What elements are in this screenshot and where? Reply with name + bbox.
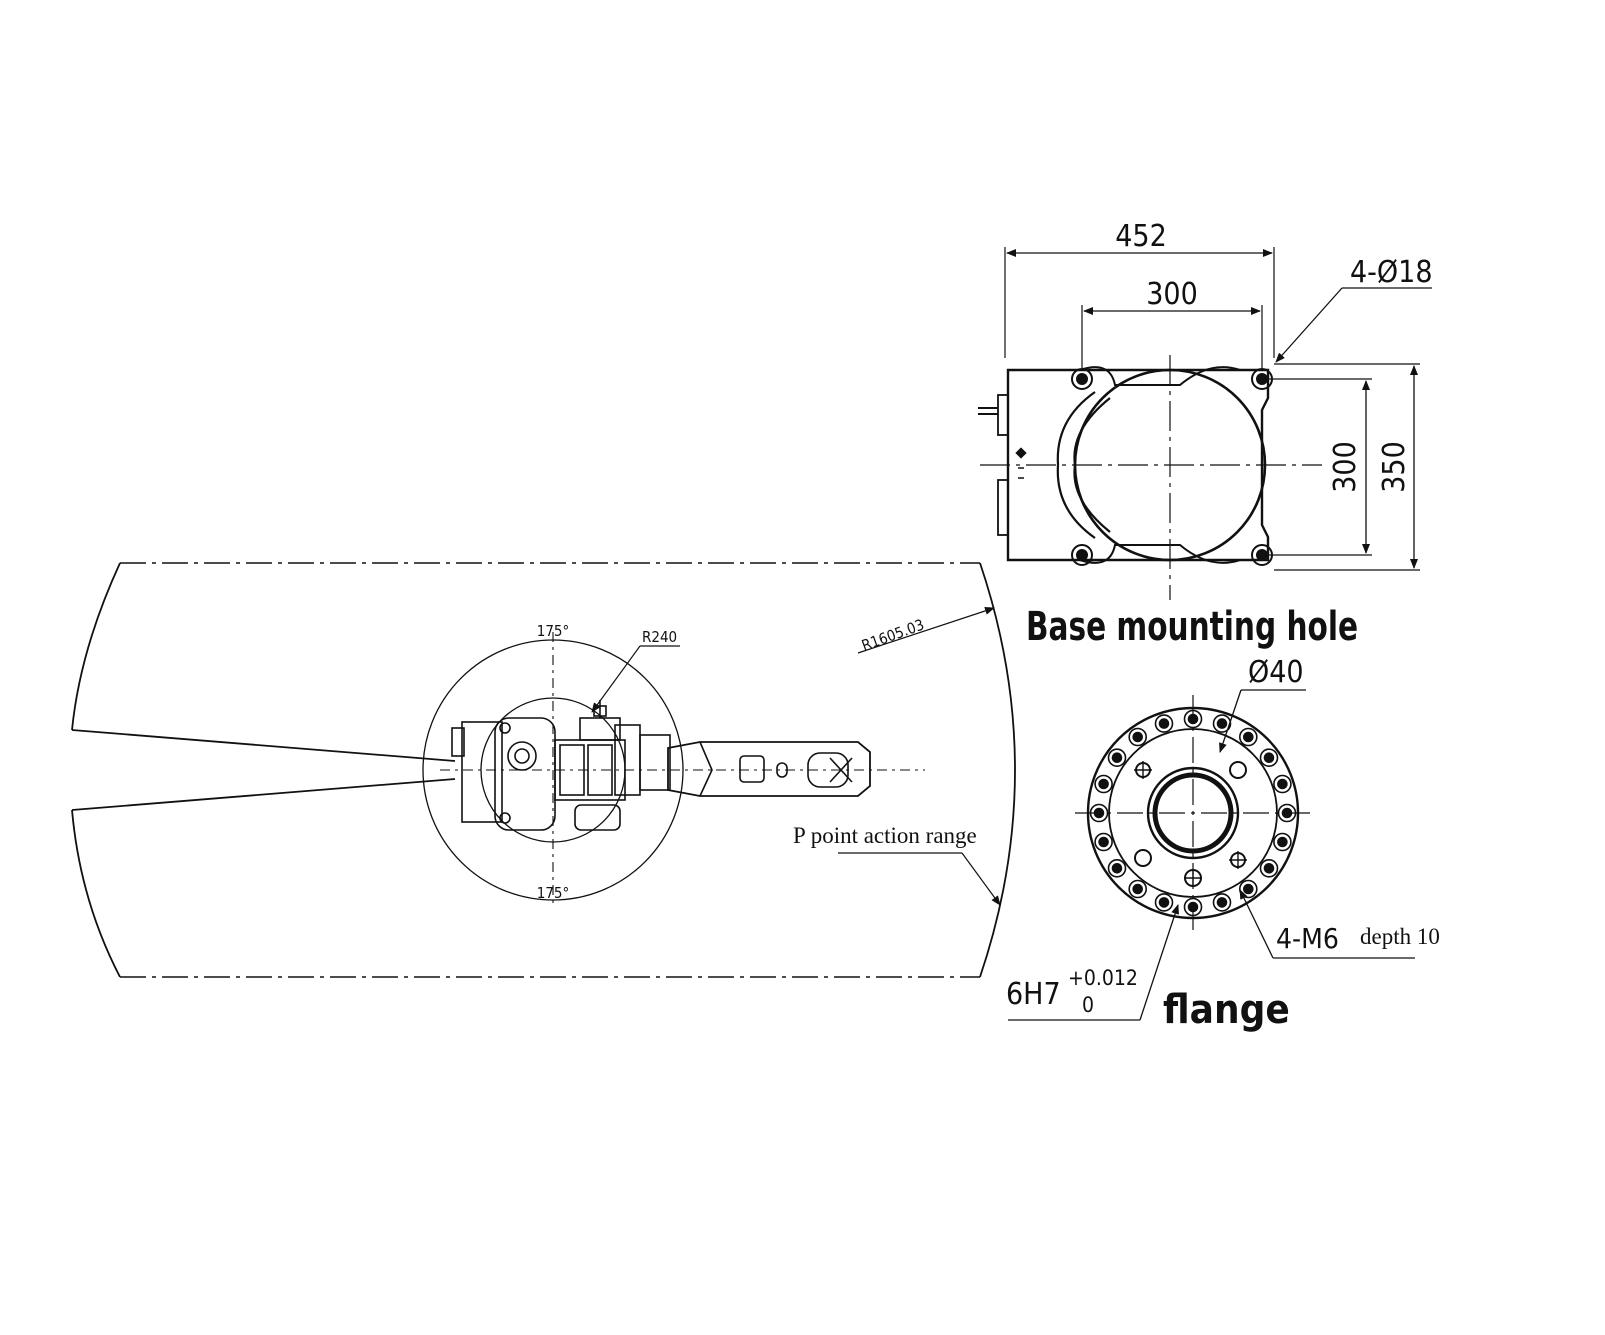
base-mounting-view — [978, 247, 1432, 600]
flange-bolt-hole-center — [1277, 836, 1288, 848]
flange-bolt-hole — [1154, 893, 1174, 912]
flange-bolt-hole-center — [1093, 807, 1105, 819]
fit-tolerance-upper: +0.012 — [1068, 966, 1138, 990]
flange-bolt-hole — [1239, 879, 1258, 899]
flange-bolt-hole — [1094, 832, 1113, 852]
flange-bolt-hole-center — [1187, 713, 1199, 725]
thread-callout-label: 4-M6 — [1276, 922, 1339, 955]
range-outer-arc — [979, 562, 1016, 978]
flange-bolt-hole-center — [1263, 862, 1275, 874]
flange-bolt-hole — [1273, 774, 1292, 794]
angle-label-bottom: 175° — [537, 884, 570, 902]
flange-bore-inner — [1152, 772, 1234, 854]
flange-bolt-hole — [1128, 727, 1147, 747]
flange-bolt-hole — [1183, 709, 1203, 729]
flange-bolt-hole — [1183, 897, 1203, 917]
robot-top-view — [451, 700, 871, 831]
flange-bolt-hole — [1107, 748, 1127, 768]
flange-bolt-hole-center — [1132, 883, 1143, 895]
flange-bolt-hole-center — [1243, 883, 1254, 895]
flange-bolt-hole-center — [1098, 836, 1109, 848]
base-hole-top-left — [1071, 368, 1093, 390]
hole-callout-label: 4-Ø18 — [1350, 255, 1433, 290]
thread-depth-label: depth 10 — [1360, 924, 1440, 949]
flange-bolt-hole — [1239, 727, 1258, 747]
flange-bolt-hole — [1154, 714, 1174, 733]
base-caption: Base mounting hole — [1026, 604, 1358, 650]
dim-label-300-v: 300 — [1328, 441, 1363, 493]
flange-bolt-hole — [1094, 774, 1113, 794]
flange-bolt-hole-center — [1281, 807, 1293, 819]
outer-radius-label: R1605.03 — [859, 616, 926, 655]
flange-bolt-hole — [1259, 858, 1279, 878]
flange-bolt-hole-center — [1158, 718, 1170, 729]
base-hole-bottom-left — [1071, 544, 1093, 566]
dim-label-300-h: 300 — [1146, 277, 1198, 312]
flange-bolt-hole-center — [1277, 778, 1288, 790]
flange-bolt-hole — [1259, 748, 1279, 768]
flange-bolt-hole-center — [1111, 862, 1123, 874]
flange-bolt-hole — [1212, 893, 1232, 912]
flange-view — [1008, 689, 1415, 1021]
flange-bolt-hole-center — [1111, 752, 1123, 764]
flange-bolt-hole — [1273, 832, 1292, 852]
flange-bolt-hole-center — [1158, 897, 1170, 908]
flange-diameter-label: Ø40 — [1248, 655, 1304, 690]
flange-bolt-hole — [1128, 879, 1147, 899]
fit-tolerance-lower: 0 — [1082, 993, 1094, 1017]
flange-bolt-hole-center — [1187, 901, 1199, 913]
flange-bolt-hole — [1107, 858, 1127, 878]
dim-label-350-v: 350 — [1377, 441, 1412, 493]
flange-bolt-hole — [1212, 714, 1232, 733]
flange-bolt-hole-center — [1216, 897, 1228, 908]
flange-bolt-hole-center — [1098, 778, 1109, 790]
flange-bolt-hole — [1277, 803, 1297, 823]
angle-label-top: 175° — [537, 622, 570, 640]
flange-bolt-hole — [1089, 803, 1109, 823]
flange-bolt-hole-center — [1132, 731, 1143, 743]
range-left-arc-upper — [71, 562, 121, 731]
dim-label-452: 452 — [1115, 219, 1167, 254]
flange-bolt-hole-center — [1216, 718, 1228, 729]
work-range-view — [71, 562, 1016, 978]
inner-radius-label: R240 — [642, 628, 677, 646]
flange-bolt-hole-center — [1243, 731, 1254, 743]
fit-tolerance-base: 6H7 — [1006, 977, 1061, 1012]
flange-bolt-hole-center — [1263, 752, 1275, 764]
range-label: P point action range — [793, 823, 977, 848]
flange-bore-outer — [1146, 766, 1240, 860]
range-left-arc-lower — [71, 809, 121, 978]
flange-caption: flange — [1163, 987, 1290, 1033]
